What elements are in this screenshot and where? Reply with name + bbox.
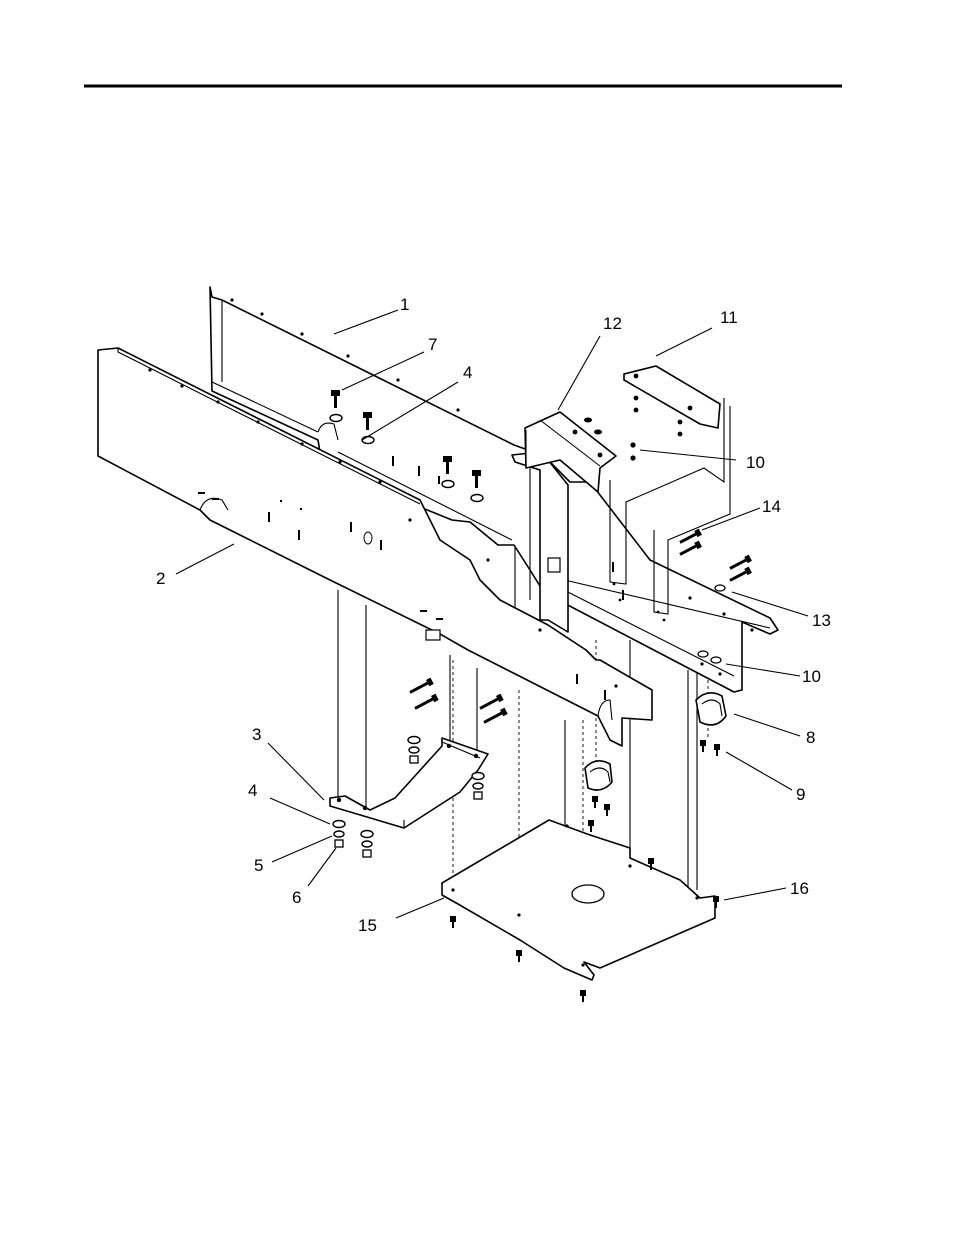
callout-label: 11 [720, 308, 738, 327]
callout-label: 4 [463, 363, 472, 382]
callout-label: 16 [790, 879, 809, 898]
callout-label: 12 [603, 314, 622, 333]
callout-label: 9 [796, 785, 805, 804]
callout-label: 8 [806, 728, 815, 747]
callout-label: 10 [746, 453, 765, 472]
callout-label: 15 [358, 916, 377, 935]
callout-label: 2 [156, 569, 165, 588]
callout-label: 10 [802, 667, 821, 686]
callout-label: 3 [252, 725, 261, 744]
callout-label: 14 [762, 497, 781, 516]
callout-label: 6 [292, 888, 301, 907]
callout-label: 7 [428, 335, 437, 354]
callout-label: 5 [254, 856, 263, 875]
callout-label: 4 [248, 781, 257, 800]
callout-label: 1 [400, 295, 409, 314]
callout-label: 13 [812, 611, 831, 630]
part-15-bottom-pan [442, 820, 715, 980]
